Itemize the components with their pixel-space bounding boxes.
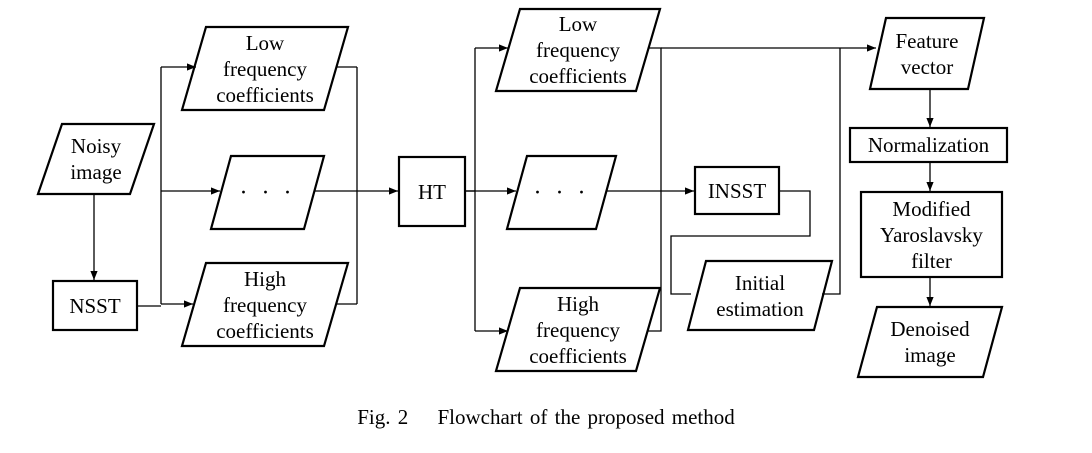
high-freq-1-label: High frequency coefficients (216, 266, 314, 343)
feature-vector-shape (868, 16, 986, 91)
ht-label: HT (418, 179, 446, 204)
ht-box (397, 155, 467, 228)
noisy-image-label: Noisy image (70, 134, 122, 184)
feature-vector-label: Feature vector (895, 28, 959, 79)
nsst-label: NSST (69, 293, 121, 318)
figure-caption-text: Flowchart of the proposed method (437, 405, 735, 429)
low-freq-2-label: Low frequency coefficients (529, 12, 627, 88)
mid-dots-2-label: · · · (533, 179, 590, 206)
initial-estimation-shape (686, 259, 834, 332)
modified-filter-label: Modified Yaroslavsky filter (880, 196, 983, 273)
high-freq-1-shape (180, 261, 350, 348)
modified-filter-box (859, 190, 1004, 279)
mid-dots-1-shape (209, 154, 326, 231)
denoised-image-label: Denoised image (890, 317, 970, 367)
mid-dots-2-shape (505, 154, 618, 231)
denoised-image-shape (856, 305, 1004, 379)
figure-number: Fig. 2 (357, 405, 409, 429)
initial-estimation-label: Initial estimation (716, 270, 804, 321)
line-insst-loop (670, 190, 811, 295)
noisy-image-shape (36, 122, 156, 196)
high-freq-2-shape (494, 286, 662, 373)
insst-box (693, 165, 781, 216)
figure-caption: Fig. 2 Flowchart of the proposed method (0, 405, 1092, 430)
line-coeff-2-collector (648, 47, 662, 332)
mid-dots-1-label: · · · (239, 179, 296, 206)
normalization-box (848, 126, 1009, 164)
insst-label: INSST (707, 178, 767, 203)
low-freq-2-shape (494, 7, 662, 93)
high-freq-2-label: High frequency coefficients (529, 291, 627, 368)
low-freq-1-label: Low frequency coefficients (216, 30, 314, 107)
normalization-label: Normalization (867, 133, 990, 157)
low-freq-1-shape (180, 25, 350, 112)
line-estimation-to-feature-bus (822, 48, 841, 295)
